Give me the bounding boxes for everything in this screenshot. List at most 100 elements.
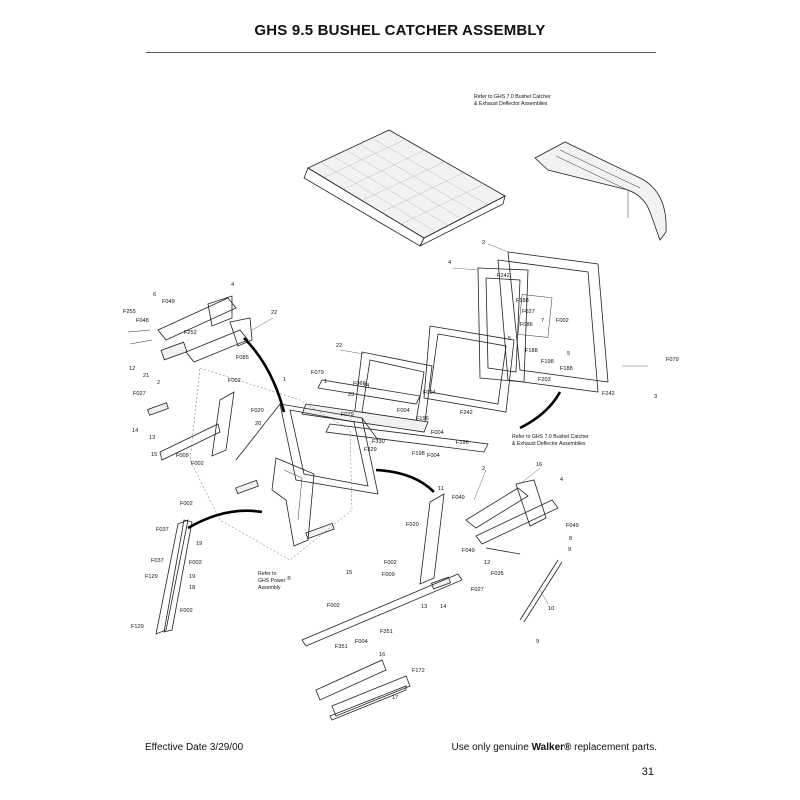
- callout-label: F009: [382, 572, 395, 578]
- ref-note-power-mark: ®: [287, 575, 291, 582]
- callout-label: 13: [421, 604, 427, 610]
- callout-label: F188: [516, 298, 529, 304]
- ref-note-power-line1: Refer to: [258, 571, 277, 577]
- callout-label: F002: [327, 603, 340, 609]
- callout-label: 2: [482, 466, 485, 472]
- callout-label: F004: [397, 408, 410, 414]
- callout-label: F255: [123, 309, 136, 315]
- power-assembly-outline: [189, 367, 353, 561]
- callout-label: F020: [406, 522, 419, 528]
- footer-suffix: replacement parts.: [571, 742, 657, 753]
- callout-label: 19: [189, 574, 195, 580]
- page-number: 31: [641, 766, 654, 778]
- callout-label: F037: [151, 558, 164, 564]
- callout-label: F009: [176, 453, 189, 459]
- callout-label: F037: [156, 527, 169, 533]
- left-vertical-channel-part: [155, 519, 193, 635]
- callout-label: 4: [231, 282, 234, 288]
- callout-label: F242: [602, 391, 615, 397]
- callout-label: F002: [556, 318, 569, 324]
- callout-label: 10: [548, 606, 554, 612]
- callout-label: 3: [654, 394, 657, 400]
- right-brace-part: [419, 479, 563, 623]
- assembly-arc-upper-left: [243, 337, 286, 413]
- callout-label: F048: [136, 318, 149, 324]
- callout-label: F086: [520, 322, 533, 328]
- callout-label: 2: [482, 240, 485, 246]
- callout-label: 9: [536, 639, 539, 645]
- callout-label: F049: [566, 523, 579, 529]
- callout-label: F002: [191, 461, 204, 467]
- screen-tray-part: [303, 129, 506, 247]
- callout-label: F079: [311, 370, 324, 376]
- callout-label: 24: [363, 383, 369, 389]
- ref-note-mid-line2: & Exhaust Deflector Assemblies: [512, 441, 586, 447]
- callout-label: 12: [129, 366, 135, 372]
- callout-label: F027: [471, 587, 484, 593]
- callout-label: 5: [508, 336, 511, 342]
- callout-label: 14: [132, 428, 138, 434]
- callout-label: F188: [525, 348, 538, 354]
- callout-label: 23: [348, 392, 354, 398]
- exhaust-deflector-part: [534, 141, 667, 241]
- callout-label: F002: [228, 378, 241, 384]
- footer-prefix: Use only genuine: [451, 742, 532, 753]
- left-top-bracket-part: [127, 295, 253, 363]
- callout-label: F351: [380, 629, 393, 635]
- callout-label: F196: [416, 416, 429, 422]
- callout-label: F242: [497, 273, 510, 279]
- callout-label: 19: [196, 541, 202, 547]
- channel-plate-part: [301, 379, 489, 453]
- callout-label: F196: [456, 440, 469, 446]
- page-title: GHS 9.5 BUSHEL CATCHER ASSEMBLY: [254, 22, 546, 39]
- callout-label: 1: [283, 377, 286, 383]
- callout-label: F198: [412, 451, 425, 457]
- callout-label: F079: [341, 412, 354, 418]
- ref-note-power-line3: Assembly: [258, 585, 281, 591]
- callout-label: 15: [151, 452, 157, 458]
- assembly-arc-left: [187, 509, 263, 530]
- callout-label: 22: [336, 343, 342, 349]
- left-angle-brace-part: [147, 391, 235, 461]
- callout-label: F129: [131, 624, 144, 630]
- footer-note: Use only genuine Walker® replacement par…: [452, 742, 657, 753]
- callout-label: F002: [180, 608, 193, 614]
- callout-label: F129: [145, 574, 158, 580]
- callout-label: F172: [412, 668, 425, 674]
- callout-label: F035: [491, 571, 504, 577]
- callout-label: 1: [324, 379, 327, 385]
- footer-brand: Walker®: [531, 742, 572, 753]
- callout-label: 16: [536, 462, 542, 468]
- callout-label: 17: [392, 695, 398, 701]
- callout-label: F049: [462, 548, 475, 554]
- callout-label: F329: [364, 447, 377, 453]
- catcher-side-panel-part: [497, 251, 609, 393]
- title-rule: [146, 52, 656, 53]
- effective-date: Effective Date 3/29/00: [145, 742, 244, 753]
- callout-label: F203: [538, 377, 551, 383]
- callout-label: 4: [560, 477, 563, 483]
- callout-label: F252: [184, 330, 197, 336]
- callout-label: F002: [180, 501, 193, 507]
- callout-label: 20: [255, 421, 261, 427]
- callout-label: F242: [460, 410, 473, 416]
- callout-label: 9: [568, 547, 571, 553]
- callout-label: 4: [448, 260, 451, 266]
- callout-label: F004: [355, 639, 368, 645]
- callout-label: F002: [189, 560, 202, 566]
- ref-note-power-line2: GHS Power: [258, 578, 286, 584]
- bottom-bracket-part: [315, 659, 411, 721]
- callout-label: F004: [427, 453, 440, 459]
- callout-label: 14: [440, 604, 446, 610]
- callout-label: F027: [522, 309, 535, 315]
- callout-label: F049: [162, 299, 175, 305]
- callout-label: 7: [541, 318, 544, 324]
- callout-label: 21: [143, 373, 149, 379]
- callout-label: F004: [431, 430, 444, 436]
- callout-label: F198: [541, 359, 554, 365]
- callout-label: 22: [271, 310, 277, 316]
- ref-note-mid-line1: Refer to GHS 7.0 Bushel Catcher: [512, 434, 589, 440]
- callout-label: F085: [236, 355, 249, 361]
- long-bottom-bar-part: [301, 573, 463, 647]
